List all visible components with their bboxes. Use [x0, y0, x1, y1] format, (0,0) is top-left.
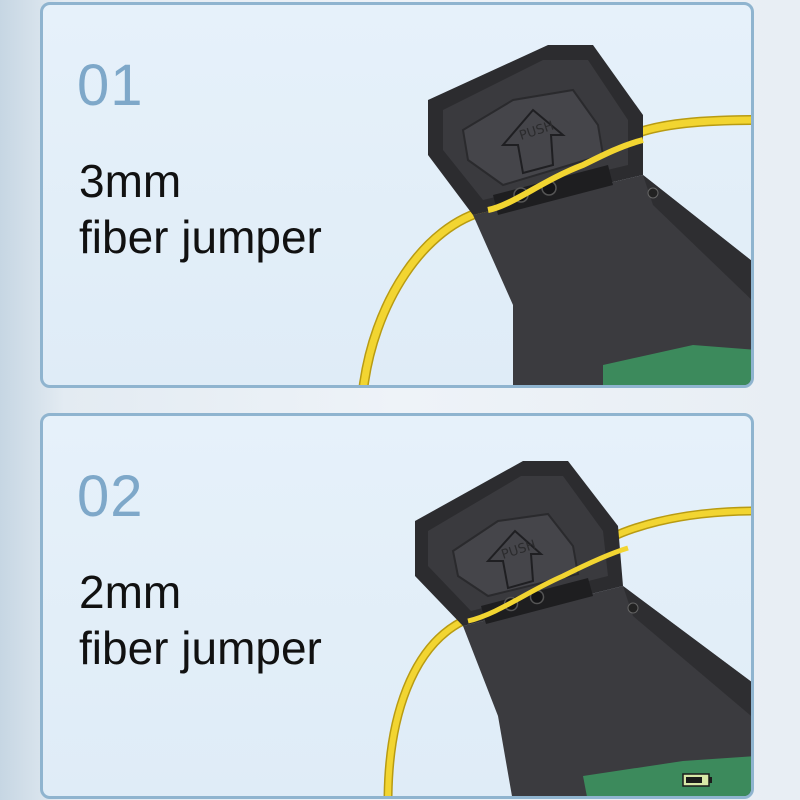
step-panel-1: PUSH 01 3mm fiber jumper [40, 2, 754, 388]
fiber-stripper-device: PUSH [358, 45, 751, 385]
step-caption: 3mm fiber jumper [79, 153, 322, 265]
push-arrow-icon [485, 529, 544, 590]
caption-size: 2mm [79, 566, 182, 618]
push-button[interactable]: PUSH [461, 88, 605, 187]
step-panel-2: PUSH 02 2mm fiber jumper [40, 413, 754, 799]
status-screen [603, 345, 751, 385]
step-caption: 2mm fiber jumper [79, 564, 322, 676]
push-button[interactable]: PUSH [451, 512, 580, 598]
caption-size: 3mm [79, 155, 182, 207]
fiber-stripper-device: PUSH [383, 461, 751, 796]
caption-label: fiber jumper [79, 211, 322, 263]
push-arrow-icon [500, 108, 566, 175]
step-number: 01 [77, 53, 144, 118]
step-number: 02 [77, 464, 144, 529]
battery-icon [682, 773, 712, 787]
caption-label: fiber jumper [79, 622, 322, 674]
